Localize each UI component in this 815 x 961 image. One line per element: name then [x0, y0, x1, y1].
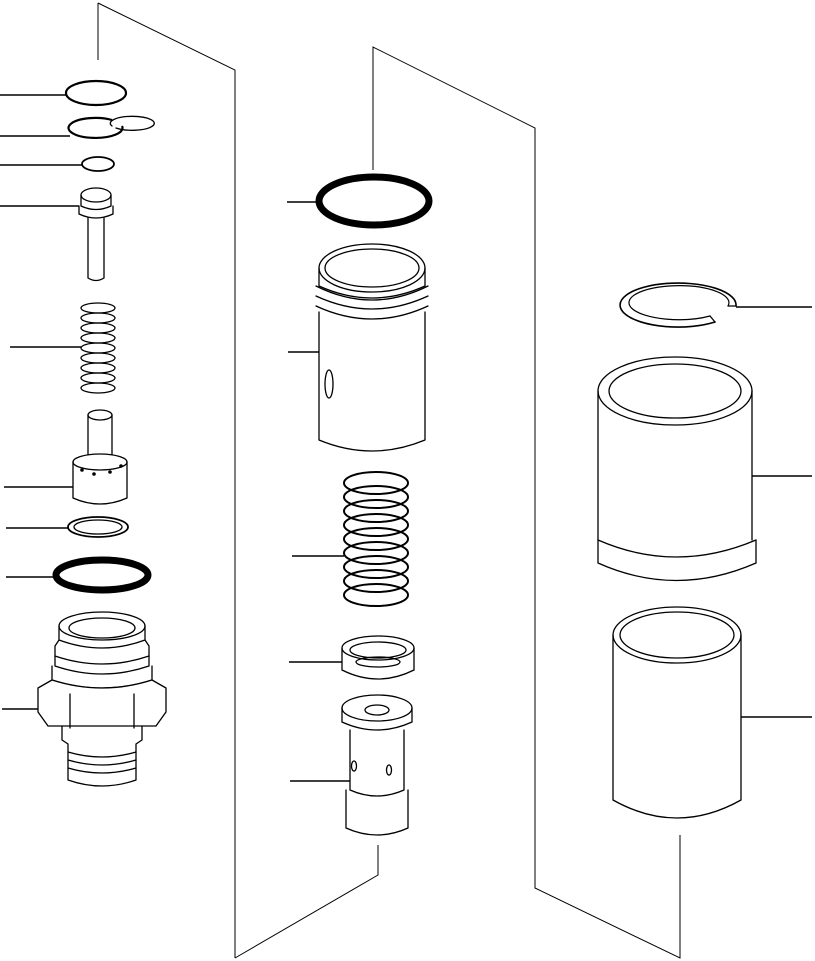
left-group-frame: [97, 2, 379, 959]
housing-flanged: [597, 356, 812, 582]
center-group-frame: [372, 46, 681, 959]
backup-ring: [6, 516, 129, 538]
o-ring-top: [0, 79, 128, 107]
ring-seat: [289, 635, 415, 680]
liner-cylinder: [612, 606, 812, 819]
sleeve-threaded: [288, 243, 429, 452]
snap-ring-top: [0, 115, 155, 140]
spool-valve: [290, 694, 413, 836]
snap-ring-right: [619, 282, 812, 328]
small-o-ring: [0, 156, 115, 172]
o-ring-center: [287, 173, 433, 229]
valve-seat: [4, 409, 128, 505]
plug-body-hex: [2, 611, 167, 787]
o-ring-large: [6, 556, 152, 594]
poppet-pin: [0, 187, 114, 282]
spring-large: [292, 471, 409, 607]
spring-small: [10, 302, 116, 394]
